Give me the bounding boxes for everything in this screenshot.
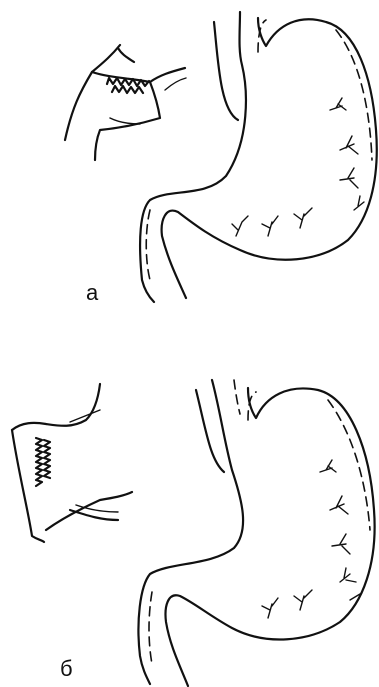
- stomach-vessels: [232, 98, 364, 236]
- panel-a-label: а: [86, 282, 98, 304]
- staple-line: [36, 438, 50, 486]
- stomach-vessels: [262, 460, 360, 618]
- sutured-stump: [65, 45, 186, 160]
- panel-b-drawing: [0, 360, 379, 687]
- sutured-stump: [12, 384, 132, 542]
- panel-b: б: [0, 360, 379, 687]
- stomach: [140, 12, 377, 302]
- panel-a: а: [0, 0, 379, 330]
- panel-a-drawing: [0, 0, 379, 330]
- stomach: [138, 380, 374, 686]
- panel-b-label: б: [60, 658, 73, 680]
